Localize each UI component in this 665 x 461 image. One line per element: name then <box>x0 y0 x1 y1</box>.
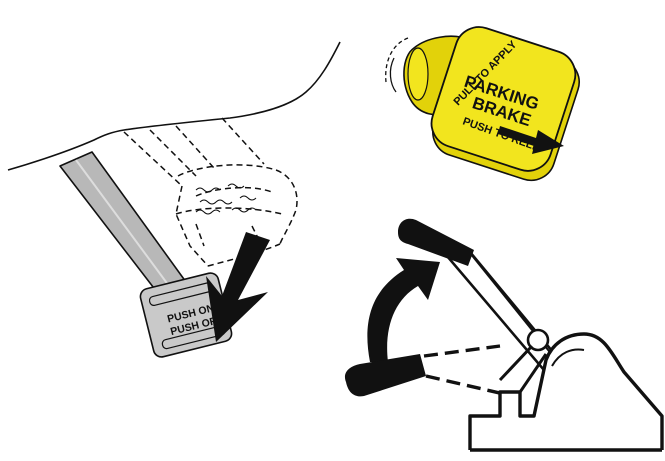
curved-arrow-icon <box>367 258 440 362</box>
hand-lever-panel <box>345 219 662 450</box>
lever-handle-raised <box>398 219 474 266</box>
shoe-outline <box>8 42 340 170</box>
foot-pedal-panel: PUSH ON PUSH OFF <box>8 42 340 359</box>
lever-handle-lowered <box>345 354 426 396</box>
